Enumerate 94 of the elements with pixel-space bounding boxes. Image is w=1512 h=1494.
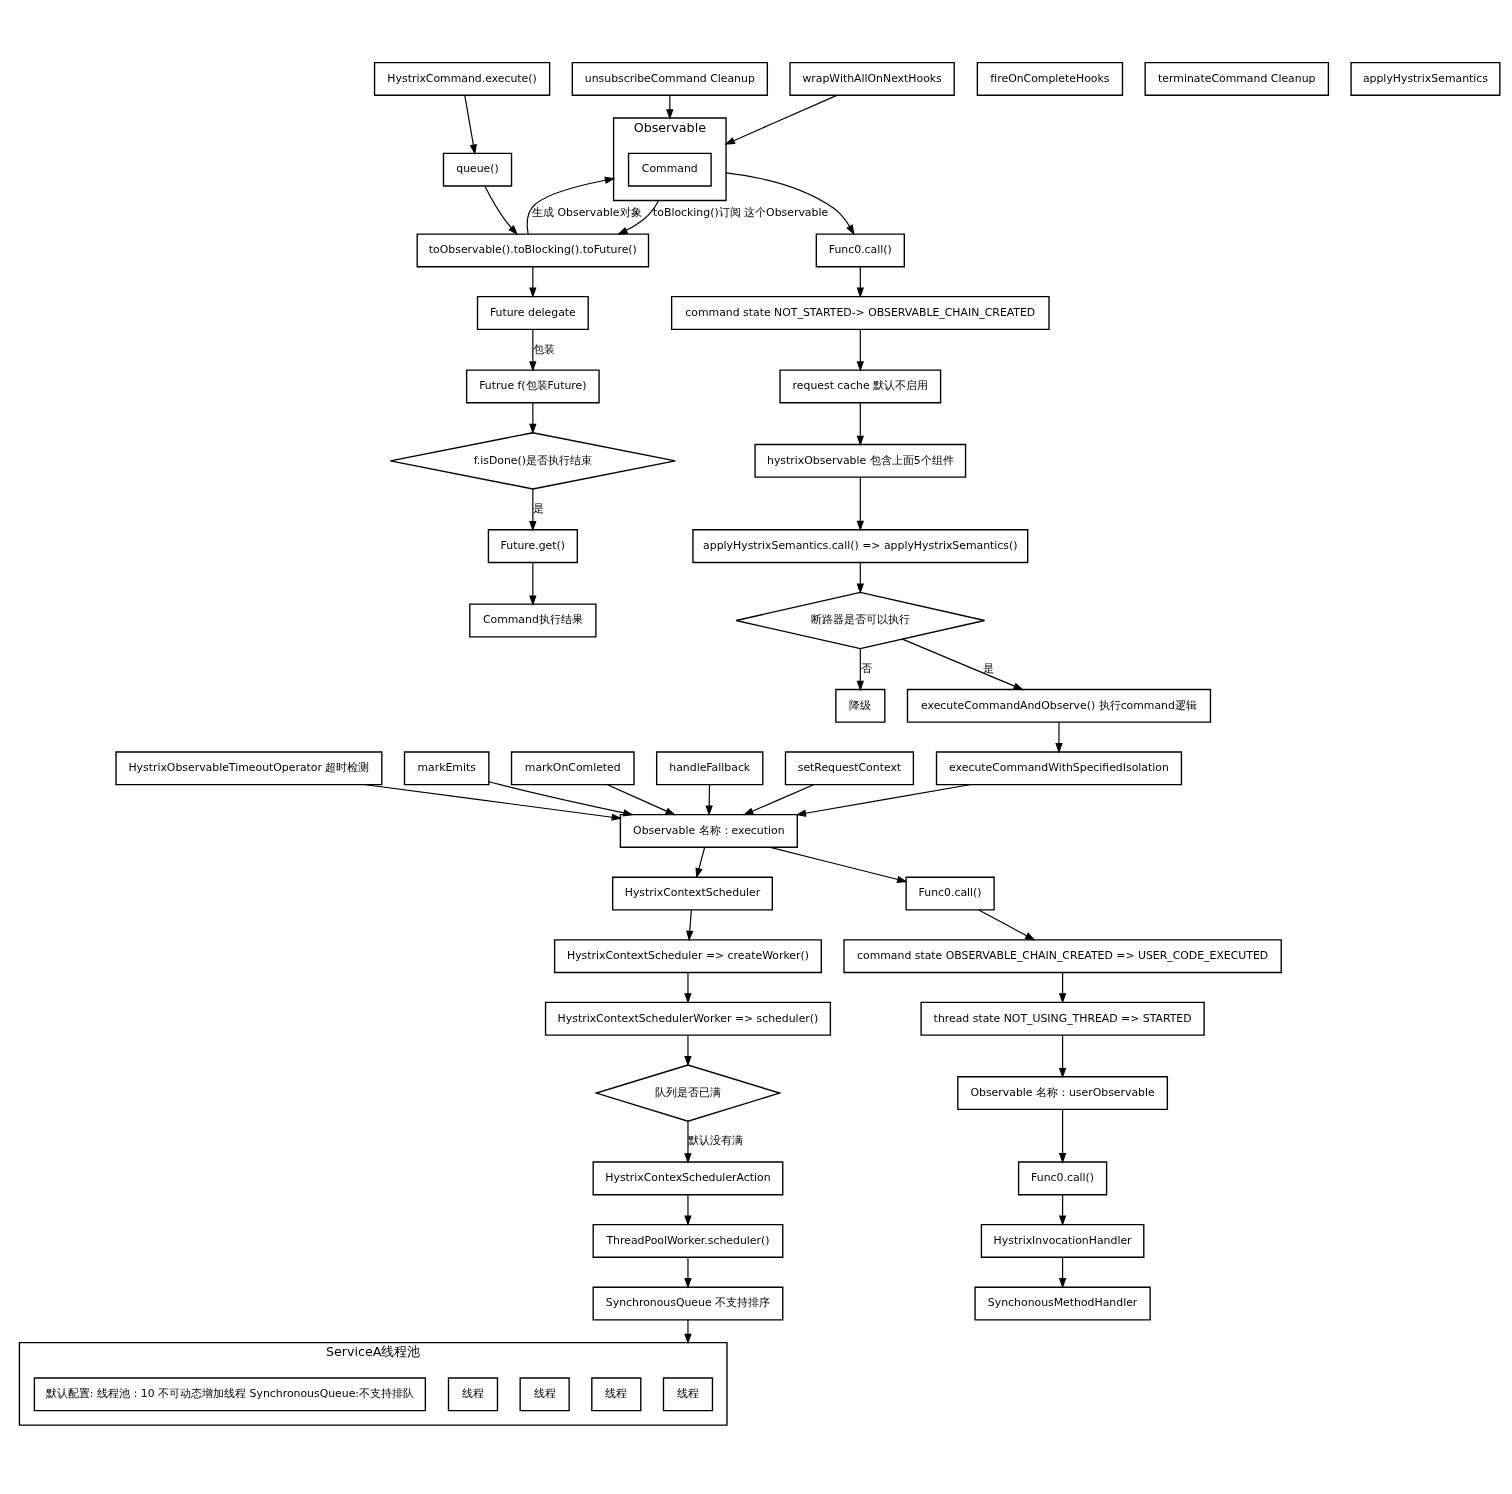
arrow <box>529 561 537 606</box>
node-diamond: 断路器是否可以执行 <box>735 591 986 649</box>
node-box: HystrixCommand.execute() <box>373 61 551 96</box>
arrow <box>901 638 1024 690</box>
arrow <box>769 846 908 883</box>
arrow <box>684 1256 692 1289</box>
node-box: HystrixContexSchedulerAction <box>592 1160 784 1195</box>
arrow <box>856 647 864 691</box>
arrow <box>529 488 537 532</box>
arrow <box>978 908 1036 941</box>
edge-label: 生成 Observable对象 <box>532 205 642 219</box>
node-box: 线程 <box>447 1376 499 1411</box>
arrow <box>684 1034 692 1067</box>
arrow <box>526 176 616 234</box>
node-box: executeCommandAndObserve() 执行command逻辑 <box>906 688 1212 723</box>
node-box: 线程 <box>662 1376 714 1411</box>
node-box: Futrue f(包装Future) <box>465 368 600 403</box>
node-box: thread state NOT_USING_THREAD => STARTED <box>920 1001 1205 1036</box>
node-box: 降级 <box>835 688 886 723</box>
arrow <box>856 561 864 594</box>
node-box: HystrixInvocationHandler <box>980 1223 1145 1258</box>
node-box: applyHystrixSemantics <box>1350 61 1501 96</box>
edge-label: 包装 <box>533 342 556 356</box>
node-box: Future delegate <box>476 295 589 330</box>
arrow <box>725 171 855 235</box>
arrow <box>684 1120 692 1164</box>
node-box: setRequestContext <box>784 750 915 785</box>
node-box: Func0.call() <box>905 876 995 911</box>
arrow <box>686 909 694 941</box>
node-box: SynchronousQueue 不支持排序 <box>592 1286 784 1321</box>
node-box: Observable 名称：userObservable <box>957 1075 1169 1110</box>
arrow <box>684 971 692 1004</box>
arrow <box>856 328 864 372</box>
edge-label: 是 <box>983 661 995 675</box>
arrow <box>617 199 660 235</box>
node-box: markOnComleted <box>510 750 635 785</box>
arrow <box>856 265 864 298</box>
node-box: 线程 <box>591 1376 642 1411</box>
arrow <box>1058 1034 1067 1079</box>
node-box: HystrixContextScheduler <box>612 876 773 911</box>
node-box: HystrixObservableTimeoutOperator 超时检测 <box>115 750 383 785</box>
arrow <box>484 185 519 235</box>
node-box: command state NOT_STARTED-> OBSERVABLE_CHAIN_CREATED <box>670 295 1050 330</box>
node-box: Command <box>627 152 712 187</box>
node-diamond: f.isDone()是否执行结束 <box>389 431 676 490</box>
node-diamond: 队列是否已满 <box>594 1063 782 1122</box>
node-box: command state OBSERVABLE_CHAIN_CREATED => USER_CODE_EXECUTED <box>843 938 1282 973</box>
arrow <box>695 846 706 879</box>
arrow <box>742 783 815 815</box>
node-box: HystrixContextScheduler => createWorker() <box>553 938 822 973</box>
arrow <box>795 783 971 817</box>
arrow <box>529 265 537 298</box>
arrow <box>684 1318 692 1344</box>
arrow <box>488 780 634 816</box>
node-box: HystrixContextSchedulerWorker => scheduler() <box>544 1001 832 1036</box>
node-box: toObservable().toBlocking().toFuture() <box>416 232 650 267</box>
node-box: hystrixObservable 包含上面5个组件 <box>754 443 967 478</box>
node-box: SynchonousMethodHandler <box>974 1286 1151 1321</box>
node-box: Future.get() <box>487 528 578 563</box>
arrow <box>464 94 477 155</box>
node-box: Command执行结果 <box>469 603 597 637</box>
node-box: wrapWithAllOnNextHooks <box>789 61 955 96</box>
arrow <box>365 783 623 821</box>
node-box: 线程 <box>519 1376 570 1411</box>
edge-label: 否 <box>860 661 872 675</box>
node-box: markEmits <box>403 750 490 785</box>
arrow <box>856 476 864 531</box>
arrow <box>705 783 713 816</box>
arrow <box>1055 721 1063 753</box>
node-box: 默认配置: 线程池：10 不可动态增加线程 SynchronousQueue:不支持排队 <box>33 1376 427 1411</box>
node-box: handleFallback <box>656 750 764 785</box>
node-box: request cache 默认不启用 <box>779 368 942 403</box>
node-box: Func0.call() <box>815 232 905 267</box>
arrow <box>1058 1193 1067 1226</box>
node-box: applyHystrixSemantics.call() => applyHystrixSemantics() <box>692 528 1029 563</box>
arrow <box>1058 1108 1067 1164</box>
arrow <box>529 402 537 434</box>
node-box: unsubscribeCommand Cleanup <box>571 61 768 96</box>
arrow <box>684 1193 692 1226</box>
arrow <box>606 783 676 815</box>
edge-label: toBlocking()订阅 这个Observable <box>653 205 829 219</box>
arrow <box>1058 1256 1067 1289</box>
arrow <box>1058 971 1067 1004</box>
node-box: terminateCommand Cleanup <box>1144 61 1330 96</box>
node-box: ThreadPoolWorker.scheduler() <box>592 1223 784 1258</box>
arrow <box>529 328 537 372</box>
arrow <box>856 402 864 446</box>
edge-label: 是 <box>533 501 545 515</box>
node-box: fireOnCompleteHooks <box>976 61 1124 96</box>
node-box: Observable 名称：execution <box>619 813 798 848</box>
arrow <box>724 94 838 145</box>
node-box: Func0.call() <box>1017 1160 1108 1195</box>
node-box: queue() <box>442 152 513 187</box>
node-box: executeCommandWithSpecifiedIsolation <box>935 750 1183 785</box>
